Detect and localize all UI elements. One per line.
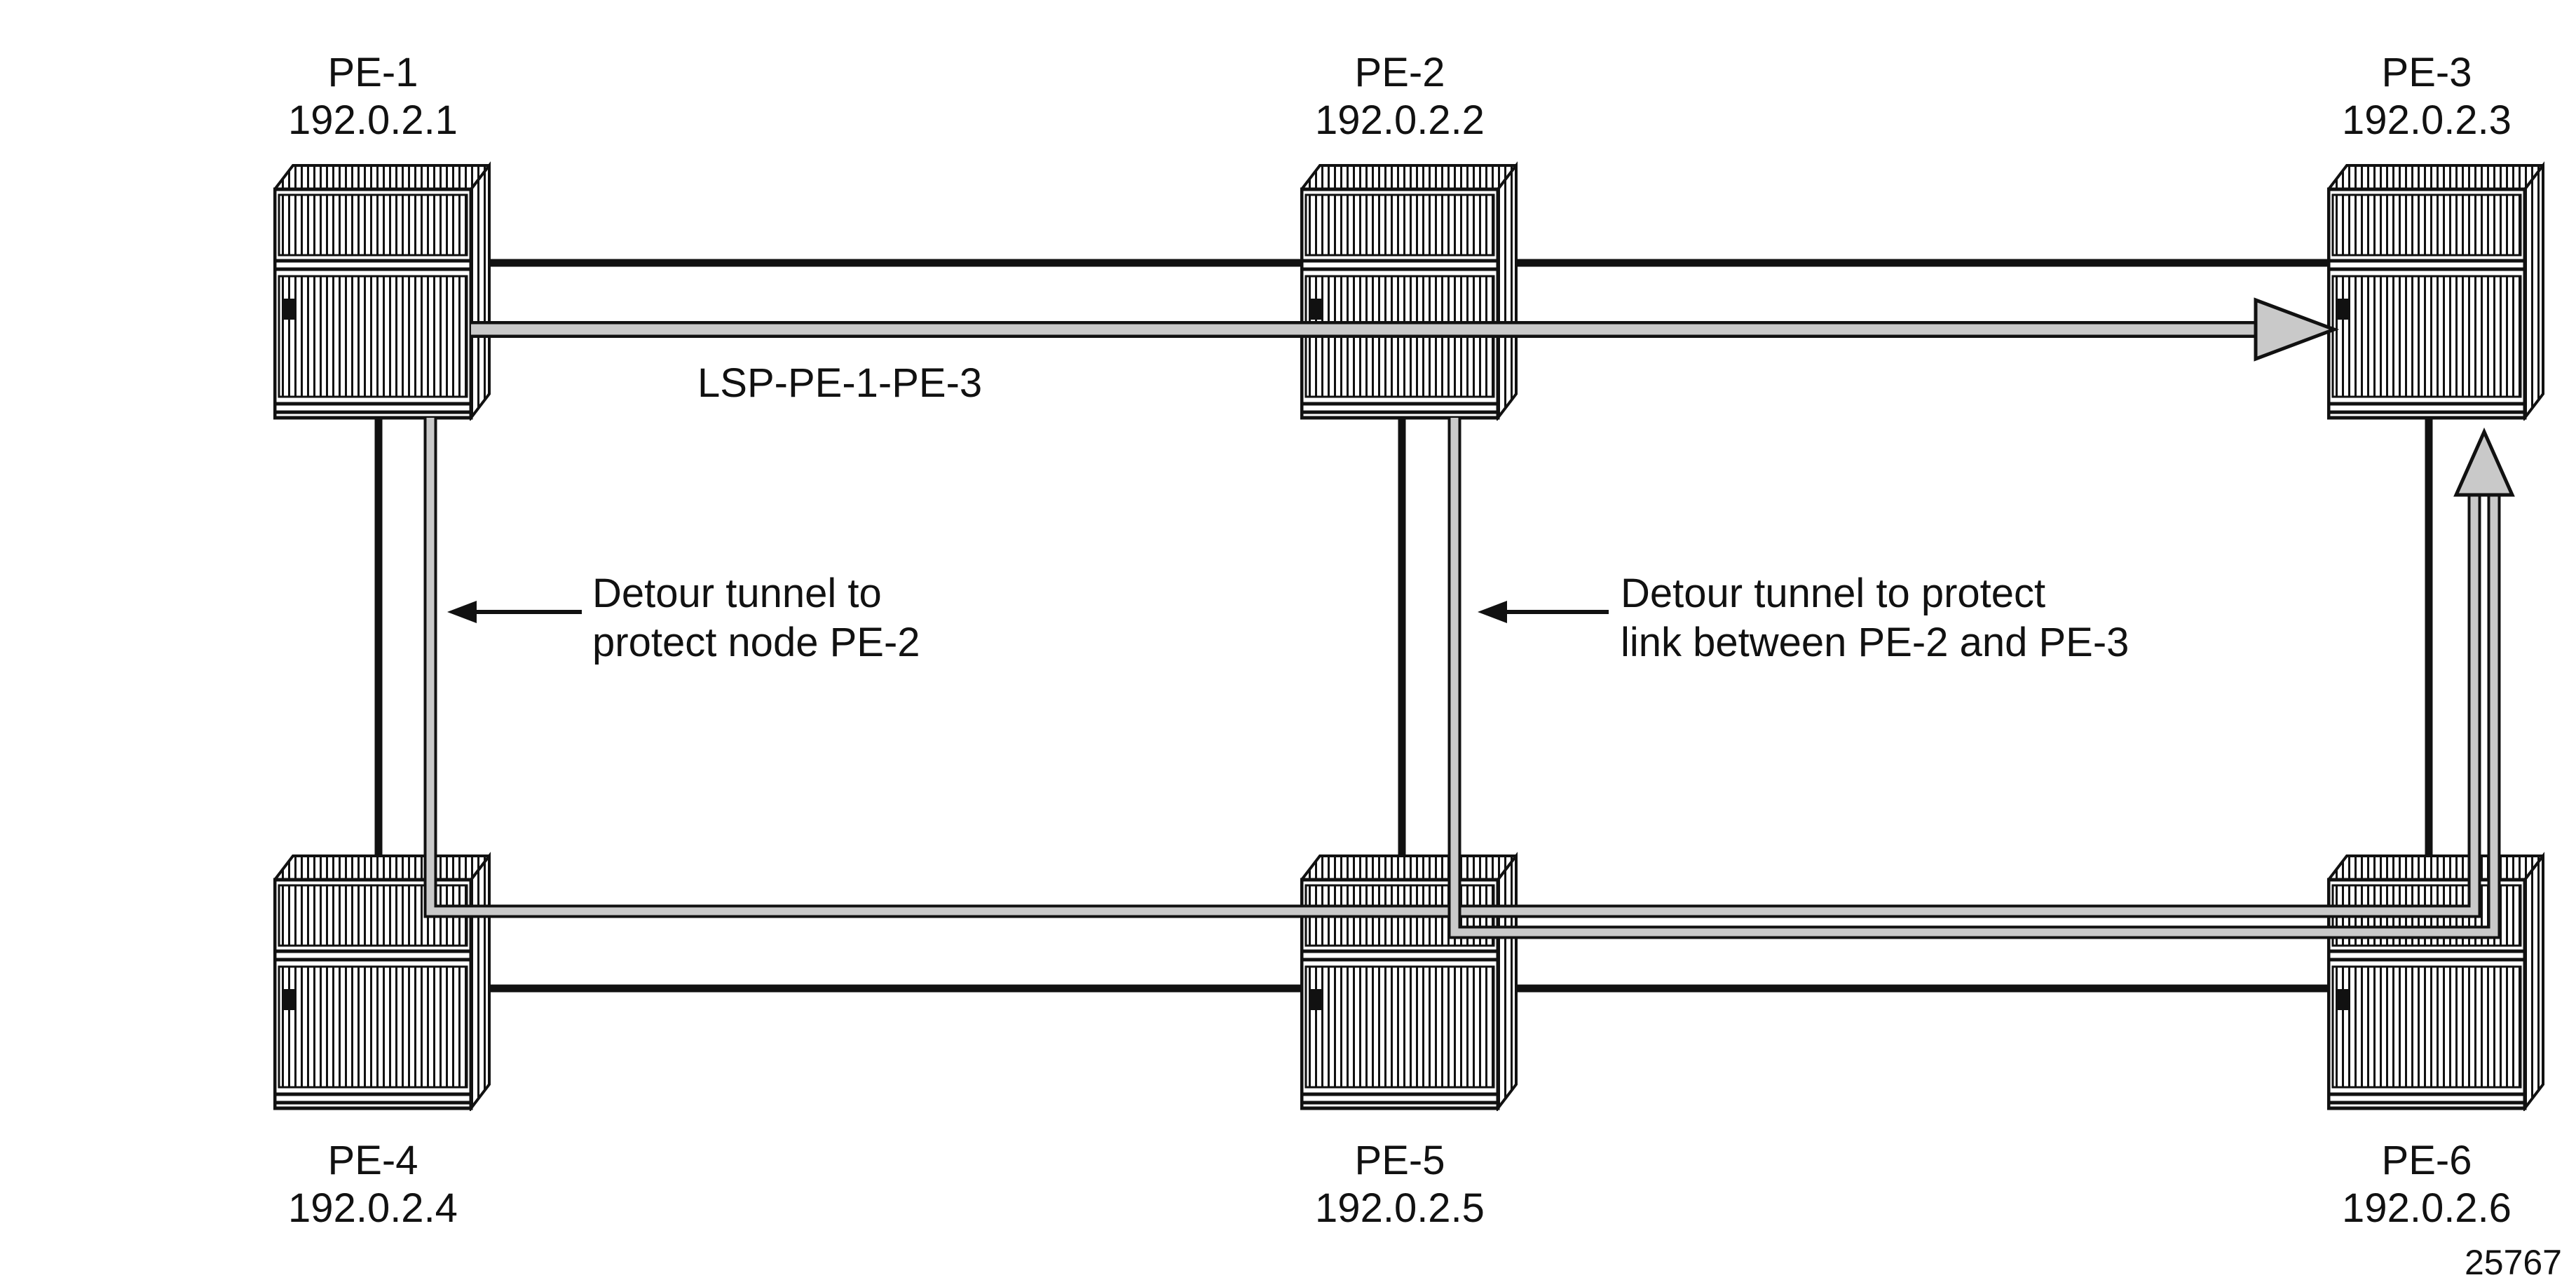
node-ip: 192.0.2.5 [1315,1185,1485,1231]
router-icon-pe6 [2329,856,2543,1108]
node-name: PE-3 [2381,50,2472,95]
router-icon-pe5 [1302,856,1516,1108]
lsp-path-pe1-pe3 [471,297,2340,362]
annotation-node-protect: Detour tunnel to protect node PE-2 [592,569,920,667]
router-icon-pe2 [1302,165,1516,418]
node-ip: 192.0.2.3 [2342,97,2512,143]
node-label-pe6: PE-6 192.0.2.6 [2342,1137,2512,1232]
node-label-pe5: PE-5 192.0.2.5 [1315,1137,1485,1232]
figure-number: 25767 [2464,1243,2562,1282]
node-name: PE-6 [2381,1138,2472,1183]
node-label-pe3: PE-3 192.0.2.3 [2342,49,2512,144]
node-name: PE-5 [1354,1138,1445,1183]
router-icon-pe3 [2329,165,2543,418]
node-name: PE-4 [327,1138,418,1183]
detour-link-line [1450,418,2498,937]
node-label-pe4: PE-4 192.0.2.4 [288,1137,458,1232]
annotation-link-protect: Detour tunnel to protect link between PE… [1621,569,2129,667]
node-label-pe1: PE-1 192.0.2.1 [288,49,458,144]
annotation-line: link between PE-2 and PE-3 [1621,620,2129,665]
detour-tunnel-link-protect [1447,418,2501,939]
node-ip: 192.0.2.4 [288,1185,458,1231]
node-name: PE-1 [327,50,418,95]
annotation-arrow-node-protect [447,601,582,623]
annotation-arrow-link-protect [1478,601,1609,623]
annotation-line: Detour tunnel to protect [1621,571,2046,616]
node-ip: 192.0.2.1 [288,97,458,143]
detour-arrowhead-icon [2453,427,2515,497]
node-name: PE-2 [1354,50,1445,95]
router-icon-pe4 [275,856,489,1108]
annotation-line: protect node PE-2 [592,620,920,665]
router-icon-pe1 [275,165,489,418]
node-ip: 192.0.2.2 [1315,97,1485,143]
detour-link-outline [1447,419,2501,939]
lsp-arrowhead-icon [2254,297,2340,362]
annotation-line: Detour tunnel to [592,571,882,616]
node-ip: 192.0.2.6 [2342,1185,2512,1231]
lsp-label: LSP-PE-1-PE-3 [697,360,983,406]
node-label-pe2: PE-2 192.0.2.2 [1315,49,1485,144]
